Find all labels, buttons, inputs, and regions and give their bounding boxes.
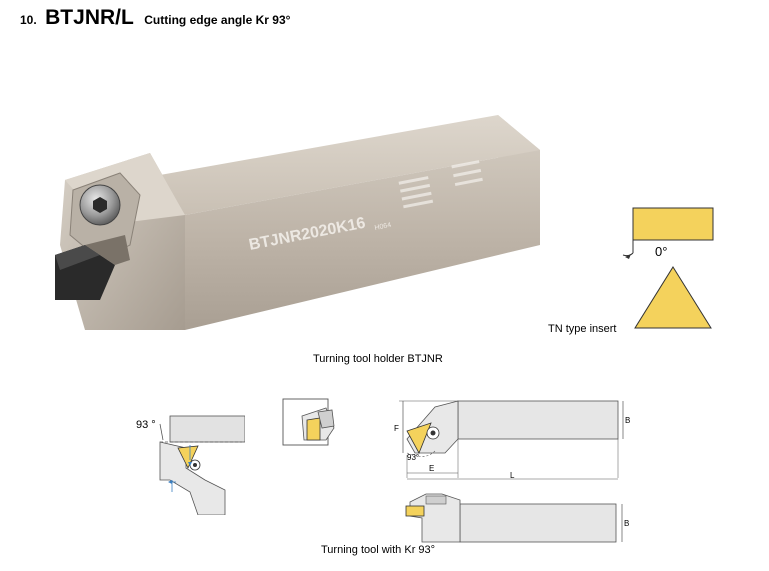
section-number: 10. xyxy=(20,13,37,27)
product-description: Cutting edge angle Kr 93° xyxy=(144,13,291,27)
drawing-side-view: B xyxy=(405,493,629,543)
shank-side-view xyxy=(459,503,617,543)
angle-side-label: 93° xyxy=(407,453,419,462)
dim-E-label: E xyxy=(429,464,434,473)
workpiece xyxy=(169,415,245,443)
shank-top-view xyxy=(457,400,619,440)
dim-B-top-label: B xyxy=(625,416,630,425)
insert-shape xyxy=(406,422,432,454)
shank-top xyxy=(160,115,540,215)
drawing-top-view: F B 93° E L xyxy=(394,400,630,480)
shank-front xyxy=(185,150,540,330)
tn-insert-diagram: 0° xyxy=(622,207,714,329)
drawing-head-view xyxy=(282,398,335,446)
product-model: BTJNR/L xyxy=(45,6,134,29)
insert-shape xyxy=(177,445,199,469)
insert-top-view xyxy=(634,266,712,329)
marking-icons xyxy=(398,160,483,209)
clearance-angle-label: 0° xyxy=(655,244,667,259)
angle-label: 93 ° xyxy=(136,419,156,431)
insert-caption: TN type insert xyxy=(548,323,617,335)
drawing-angle-view: 93 ° xyxy=(136,415,245,515)
insert-shape xyxy=(306,417,321,441)
dim-L-label: L xyxy=(510,471,515,480)
marking-small: H064 xyxy=(374,222,392,232)
dim-B-bottom-label: B xyxy=(624,519,629,528)
insert-side-view xyxy=(632,207,714,241)
tool-holder-photo: BTJNR2020K16 H064 xyxy=(55,115,540,330)
dim-F-label: F xyxy=(394,424,399,433)
page-header: 10. BTJNR/L Cutting edge angle Kr 93° xyxy=(20,6,290,30)
insert-shape xyxy=(405,505,425,517)
photo-caption: Turning tool holder BTJNR xyxy=(313,353,443,365)
drawings-caption: Turning tool with Kr 93° xyxy=(321,544,436,556)
clearance-angle-arrow xyxy=(622,252,634,257)
